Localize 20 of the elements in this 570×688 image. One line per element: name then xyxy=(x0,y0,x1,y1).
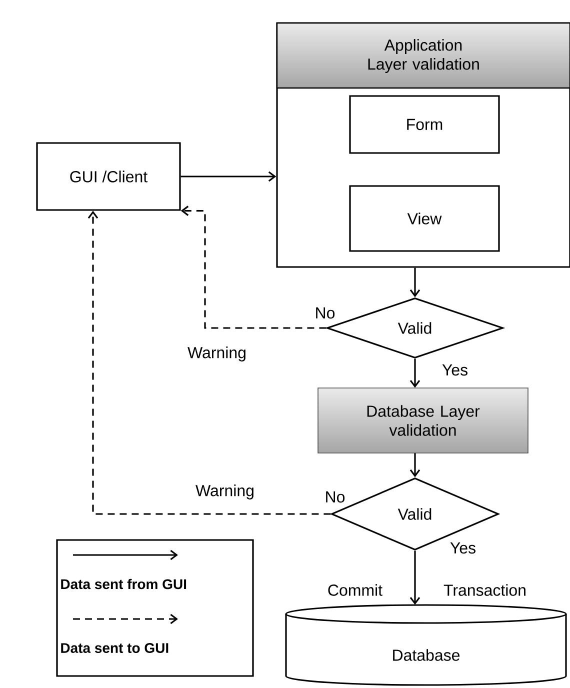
edge-label: Warning xyxy=(186,346,248,362)
database-cylinder: Database xyxy=(285,604,567,686)
node-label: Database xyxy=(393,649,460,661)
process-box: Database Layer validation xyxy=(318,388,528,454)
arrow xyxy=(410,453,420,478)
arrow xyxy=(410,550,420,605)
process-box: View xyxy=(349,185,500,252)
legend-text: Data sent to GUI xyxy=(61,643,168,653)
edge-label: Warning xyxy=(194,484,256,500)
process-box: GUI /Client xyxy=(36,142,181,211)
arrow xyxy=(410,358,420,388)
edge-label: Yes xyxy=(440,363,470,377)
branch-label: Commit xyxy=(326,583,384,597)
arrow xyxy=(410,268,420,298)
process-box: Form xyxy=(349,95,500,154)
arrow xyxy=(180,171,276,182)
branch-label: Transaction xyxy=(442,583,528,597)
legend-text: Data sent from GUI xyxy=(61,578,186,590)
arrow xyxy=(88,210,331,515)
arrow xyxy=(180,206,326,329)
